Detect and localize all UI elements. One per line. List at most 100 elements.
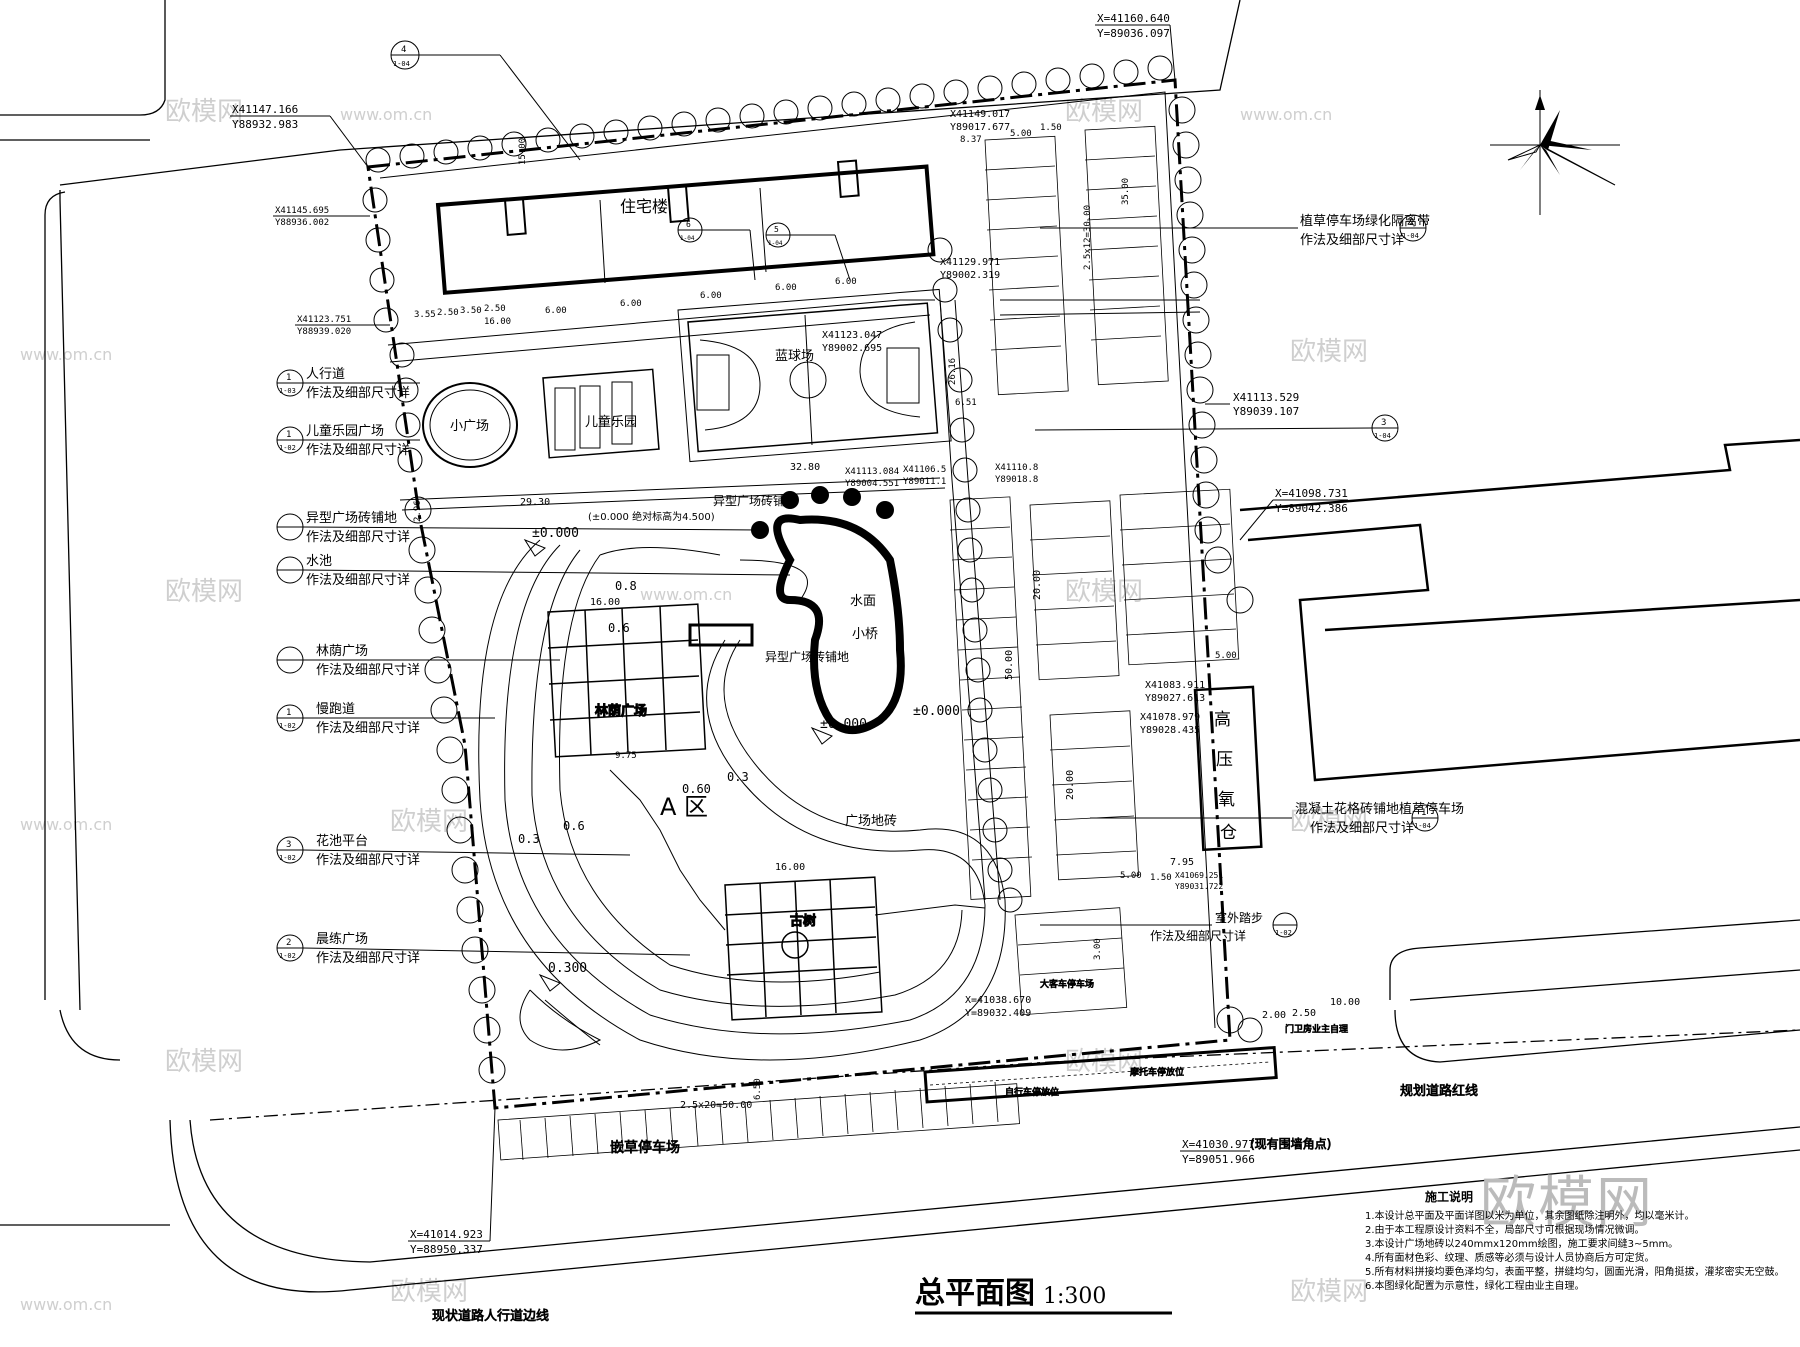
coord-y: Y=88950.337 bbox=[410, 1243, 483, 1256]
note-item: 5.所有材料拼接均要色泽均匀，表面平整，拼缝均匀，圆面光滑，阳角挺拔，灌浆密实无… bbox=[1365, 1267, 1785, 1278]
dimension: 10.00 bbox=[1330, 997, 1360, 1008]
elevation: 0.60 bbox=[682, 782, 711, 796]
detail-mark: 6 1-04 bbox=[677, 217, 756, 281]
dimension: 16.00 bbox=[775, 862, 805, 873]
callout-num: 2 bbox=[1409, 218, 1414, 228]
note-item: 4.所有面材色彩、纹理、质感等必须与设计人员协商后方可定货。 bbox=[1365, 1253, 1655, 1264]
note-item: 6.本图绿化配置为示意性，绿化工程由业主自理。 bbox=[1365, 1281, 1585, 1292]
moto-parking-label: 摩托车停放位 bbox=[1130, 1066, 1184, 1078]
svg-text:1-04: 1-04 bbox=[768, 240, 783, 247]
callout-sheet: 1-04 bbox=[1402, 232, 1419, 240]
watermark: 欧模网 bbox=[390, 1277, 468, 1307]
callout: 林荫广场 作法及细部尺寸详 bbox=[276, 644, 560, 678]
dimension: 6.00 bbox=[775, 283, 797, 293]
watermark: 欧模网 bbox=[165, 97, 243, 127]
watermark: 欧模网 bbox=[165, 1047, 243, 1077]
detail-mark: 3 1-04 bbox=[1034, 414, 1399, 442]
coord-y: Y=89042.386 bbox=[1275, 502, 1348, 515]
callout-num: 1 bbox=[286, 430, 291, 440]
oxygen-chamber: 高 压 氧 仓 bbox=[1193, 685, 1263, 852]
dimension: 2.5x20=50.00 bbox=[680, 1100, 752, 1111]
watermark: 欧模网 bbox=[165, 577, 243, 607]
forest-plaza: 林荫广场 bbox=[547, 603, 754, 758]
zone-a-label: A 区 bbox=[660, 793, 708, 821]
dimension: 5.00 bbox=[1010, 129, 1032, 139]
dimension: 20.00 bbox=[1032, 570, 1043, 600]
bus-parking-label: 大客车停车场 bbox=[1040, 978, 1094, 990]
bottom-parking: 嵌草停车场 大客车停车场 自行车停放位 摩托车停放位 门卫房业主自理 (现有围墙… bbox=[432, 907, 1478, 1324]
callout: 1 1-02 儿童乐园广场 作法及细部尺寸详 bbox=[276, 423, 420, 458]
callout-sheet: 1-02 bbox=[279, 444, 296, 452]
dimension: 26.16 bbox=[948, 358, 958, 385]
dimension: 6.50 bbox=[753, 1078, 763, 1100]
callout-sheet: 1-04 bbox=[1414, 822, 1431, 830]
coord-x: X=41160.640 bbox=[1097, 12, 1170, 25]
residential-building: 住宅楼 bbox=[435, 159, 936, 295]
oxygen-label-1: 高 bbox=[1214, 710, 1231, 730]
dimension: 32.80 bbox=[790, 462, 820, 473]
bridge-label: 小桥 bbox=[852, 627, 878, 642]
basketball-court: 蓝球场 bbox=[677, 288, 952, 463]
svg-text:4: 4 bbox=[401, 45, 406, 55]
coord-x: X41129.971 bbox=[940, 257, 1000, 268]
dimension: 3.00 bbox=[1093, 938, 1103, 960]
road-redline-label: 规划道路红线 bbox=[1400, 1083, 1478, 1099]
coord-y: Y89031.722 bbox=[1175, 882, 1223, 891]
coord-x: X41149.017 bbox=[950, 109, 1010, 120]
callout-desc: 作法及细部尺寸详 bbox=[1150, 928, 1246, 943]
coord-x: X41113.529 bbox=[1233, 391, 1299, 404]
callouts-left: 1 1-03 人行道 作法及细部尺寸详 1 1-02 儿童乐园广场 作法及细部尺… bbox=[276, 367, 791, 966]
callout-title: 异型广场砖铺地 bbox=[306, 511, 397, 526]
callout: 混凝土花格砖铺地植草停车场 作法及细部尺寸详 1 1-04 bbox=[1090, 801, 1464, 836]
coord-y: Y89018.8 bbox=[995, 475, 1038, 485]
callout-sheet: 1-03 bbox=[279, 387, 296, 395]
callout: 1 1-03 人行道 作法及细部尺寸详 bbox=[276, 367, 420, 401]
callout-title: 林荫广场 bbox=[316, 644, 368, 659]
detail-mark: 5 1-04 bbox=[765, 222, 851, 281]
coord-x: X=41014.923 bbox=[410, 1228, 483, 1241]
coord-x: X41113.084 bbox=[845, 467, 899, 477]
callout-sheet: 1-02 bbox=[279, 722, 296, 730]
callout-title: 人行道 bbox=[306, 367, 345, 382]
dimension: 2.50 bbox=[484, 304, 506, 314]
elevation: ±0.000 bbox=[532, 526, 579, 541]
special-paving-label: 异型广场砖铺 bbox=[713, 493, 785, 508]
tree-row bbox=[362, 55, 1263, 1084]
svg-text:1-04: 1-04 bbox=[393, 60, 410, 68]
dimension: 5.00 bbox=[1215, 651, 1237, 661]
coordinates: X=41160.640 Y=89036.097 X41147.166 Y8893… bbox=[230, 12, 1348, 1256]
coord-y: Y=89032.409 bbox=[965, 1008, 1031, 1019]
watermark: 欧模网 bbox=[1290, 807, 1368, 837]
elevation: 0.3 bbox=[518, 832, 540, 846]
ancient-tree-label: 古树 bbox=[790, 914, 816, 929]
callouts-right: 植草停车场绿化隔离带 作法及细部尺寸详 2 1-04 混凝土花格砖铺地植草停车场… bbox=[1040, 213, 1464, 943]
dimensions: 5.00 15.00 1.50 8.37 35.00 2.5x12=30.00 … bbox=[413, 123, 1360, 1111]
existing-corner-label: (现有围墙角点) bbox=[1250, 1137, 1331, 1151]
callout-title: 水池 bbox=[306, 554, 332, 569]
dimension: 8.37 bbox=[960, 135, 982, 145]
callout-num: 1 bbox=[1421, 808, 1426, 818]
elevation: ±0.000 bbox=[913, 704, 960, 719]
callout-desc: 作法及细部尺寸详 bbox=[316, 951, 420, 966]
dimension: 29.30 bbox=[520, 497, 550, 508]
coord-y: Y88932.983 bbox=[232, 118, 298, 131]
dimension: 20.00 bbox=[1065, 770, 1076, 800]
callout-desc: 作法及细部尺寸详 bbox=[316, 721, 420, 736]
north-arrow-icon bbox=[1490, 90, 1620, 215]
coord-y: Y88936.002 bbox=[275, 218, 329, 228]
brand-logo: 欧模网 bbox=[1480, 1171, 1654, 1236]
svg-text:1-04: 1-04 bbox=[1374, 432, 1391, 440]
callout-title: 花池平台 bbox=[316, 833, 368, 849]
oxygen-label-2: 压 bbox=[1216, 750, 1233, 770]
gate-house-label: 门卫房业主自理 bbox=[1285, 1023, 1348, 1035]
coord-x: X41078.979 bbox=[1140, 712, 1200, 723]
coord-y: Y89039.107 bbox=[1233, 405, 1299, 418]
watermark-url: www.om.cn bbox=[640, 585, 732, 604]
construction-notes: 施工说明 1.本设计总平面及平面详图以米为单位，其余图纸除注明外，均以毫米计。 … bbox=[1365, 1190, 1785, 1294]
watermark: 欧模网 bbox=[1290, 1277, 1368, 1307]
dimension: 6.00 bbox=[700, 291, 722, 301]
callout: 植草停车场绿化隔离带 作法及细部尺寸详 2 1-04 bbox=[1040, 213, 1430, 248]
residential-label: 住宅楼 bbox=[620, 197, 668, 216]
callout-desc: 作法及细部尺寸详 bbox=[306, 386, 410, 401]
